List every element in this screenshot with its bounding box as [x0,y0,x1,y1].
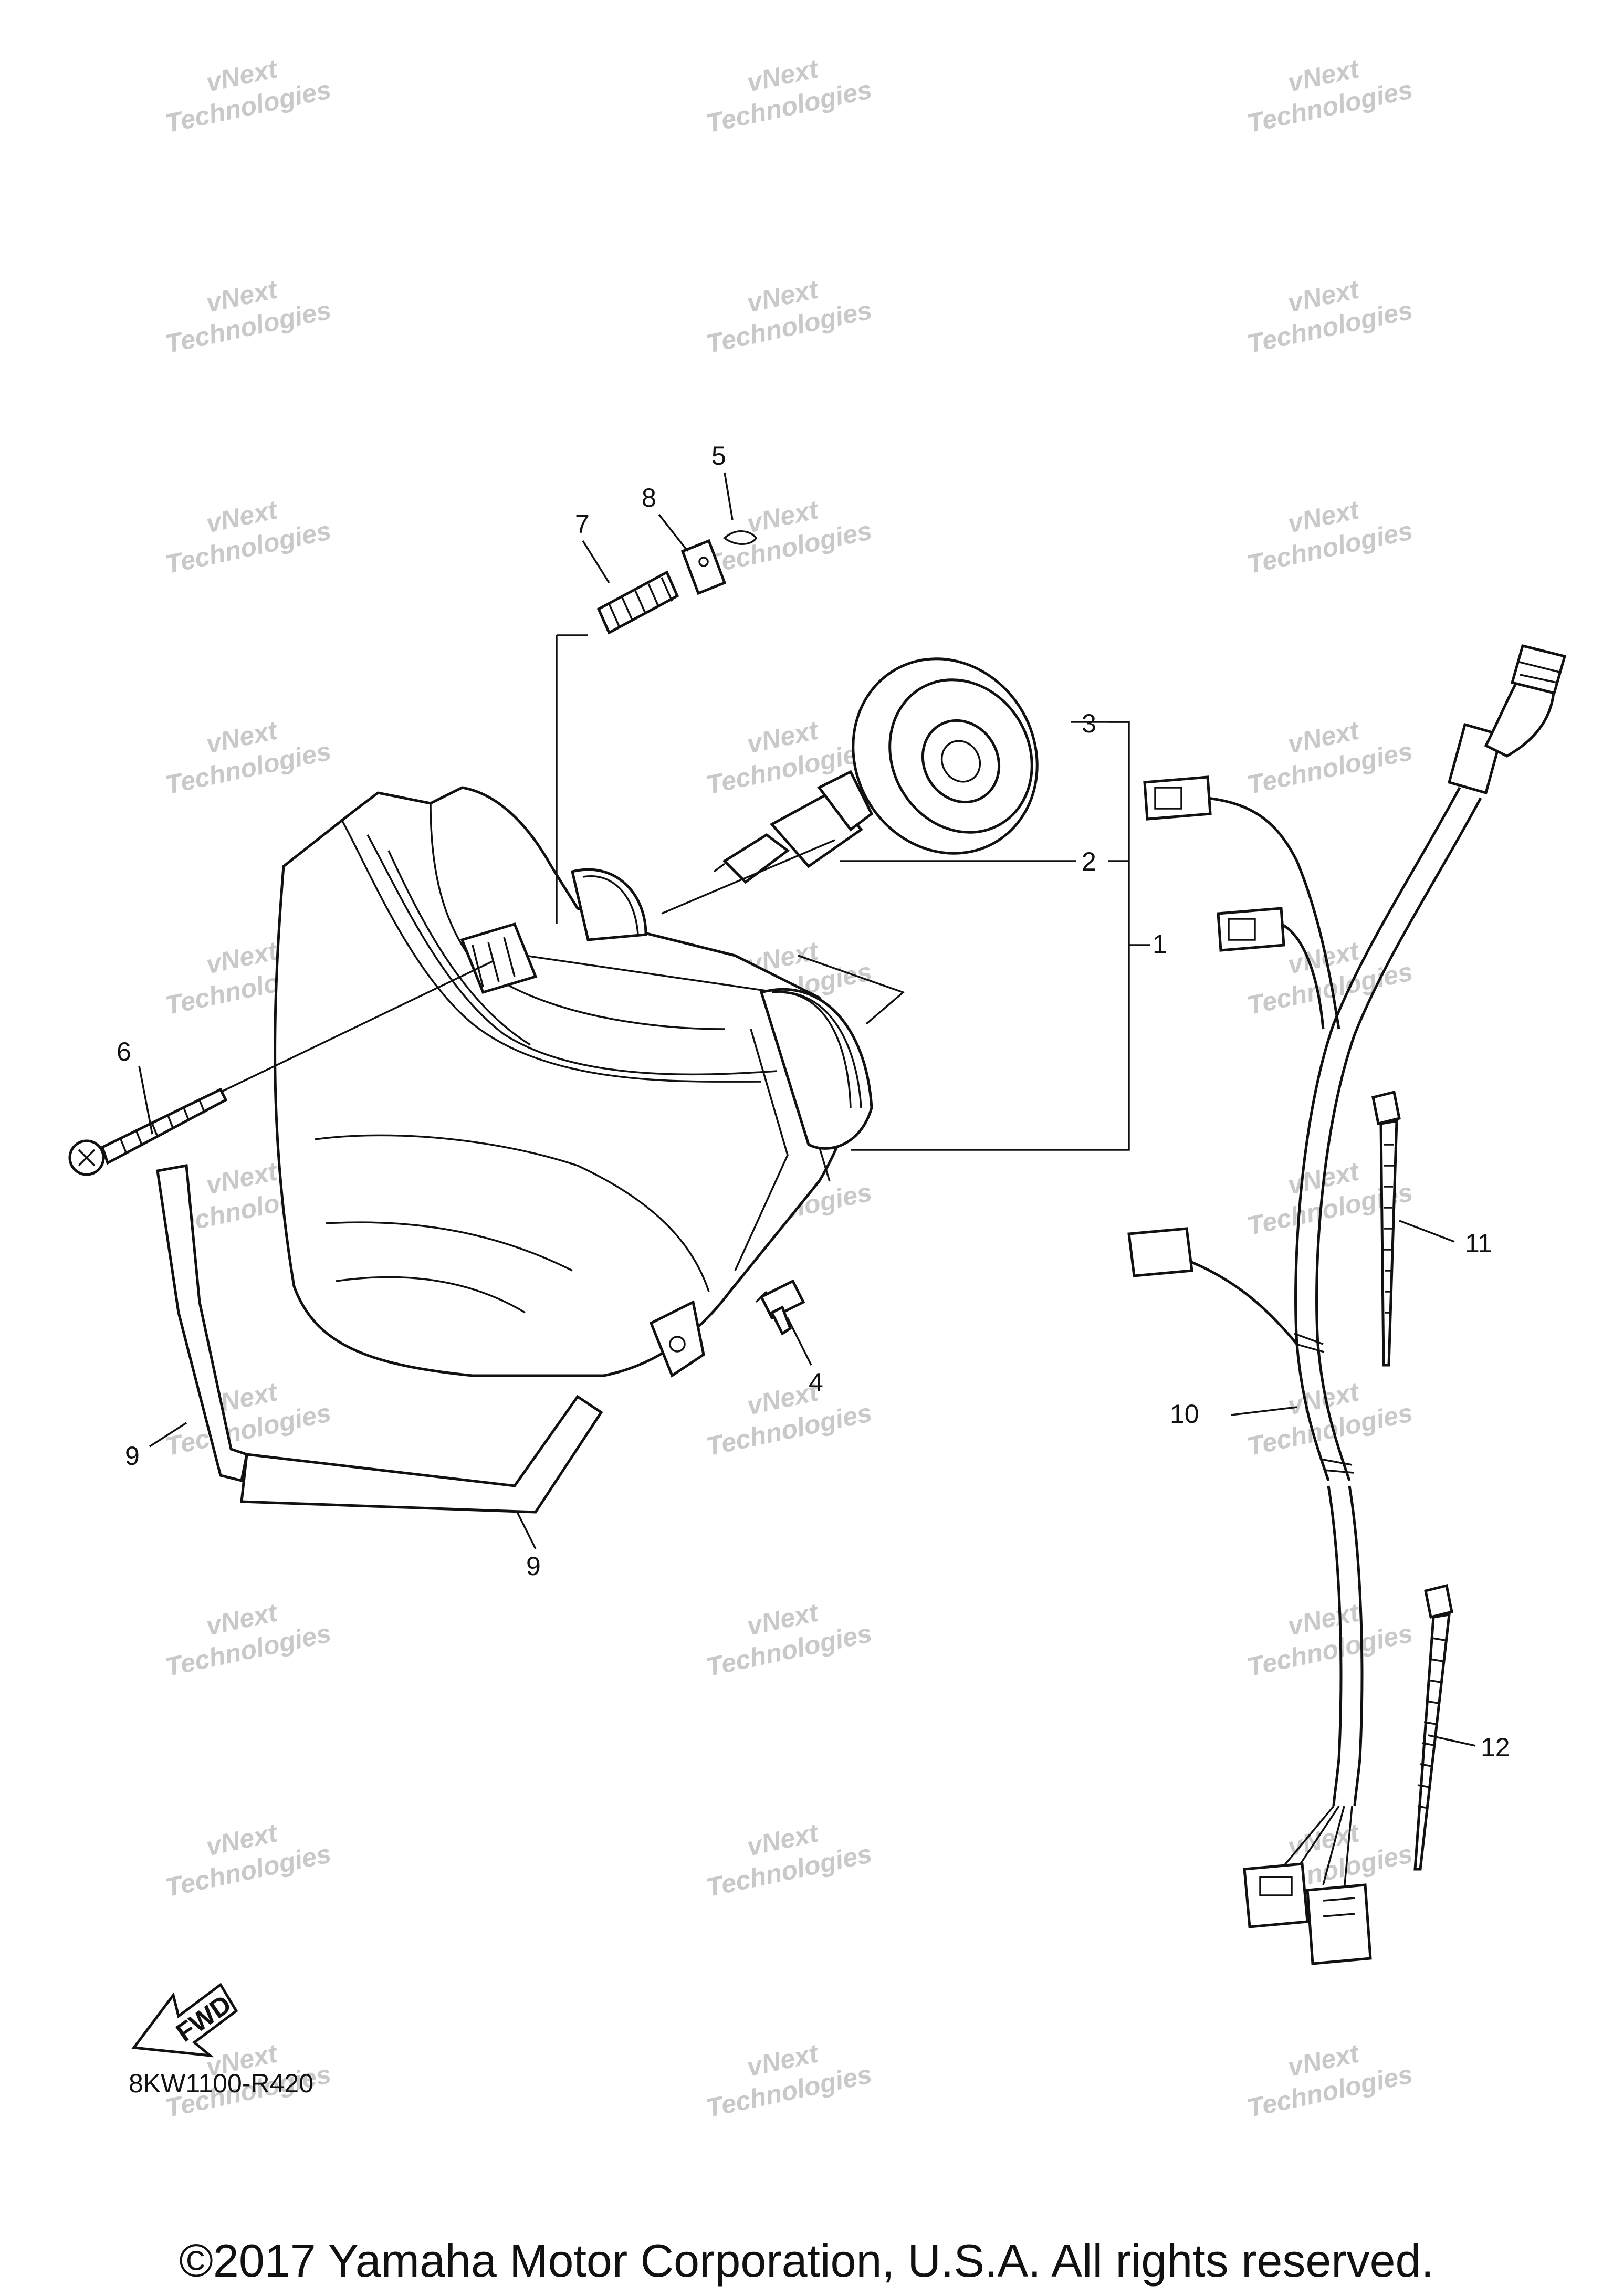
callout-6[interactable]: 6 [117,1037,131,1066]
callout-3[interactable]: 3 [1082,709,1096,738]
spring-clip [723,530,758,545]
callouts: 1 2 3 4 5 6 7 8 9 9 10 11 12 [117,441,1510,1762]
callout-12[interactable]: 12 [1481,1733,1510,1762]
callout-4[interactable]: 4 [809,1368,823,1397]
cable-tie-upper [1371,1090,1401,1367]
cable-tie-lower [1413,1584,1453,1871]
callout-10[interactable]: 10 [1170,1399,1199,1429]
callout-9a[interactable]: 9 [125,1441,140,1471]
wire-harness [1127,644,1567,1965]
callout-1[interactable]: 1 [1153,929,1167,959]
callout-7[interactable]: 7 [575,509,590,539]
callout-9b[interactable]: 9 [526,1551,541,1581]
spring [596,570,679,635]
fwd-arrow-icon: FWD [131,1983,238,2058]
bolt [68,1087,228,1176]
trim-strip-bottom [240,1395,603,1514]
bulb-cover [852,657,1039,855]
headlight-housing [274,786,873,1378]
headlight-bulb [713,770,874,884]
callout-5[interactable]: 5 [711,441,726,470]
screw [755,1279,805,1336]
callout-11[interactable]: 11 [1465,1229,1492,1258]
callout-8[interactable]: 8 [642,483,656,512]
callout-2[interactable]: 2 [1082,847,1096,876]
diagram-code: 8KW1100-R420 [129,2069,313,2098]
leader-lines [138,472,1476,1747]
copyright-notice: ©2017 Yamaha Motor Corporation, U.S.A. A… [179,2235,1434,2287]
clip [680,539,727,595]
